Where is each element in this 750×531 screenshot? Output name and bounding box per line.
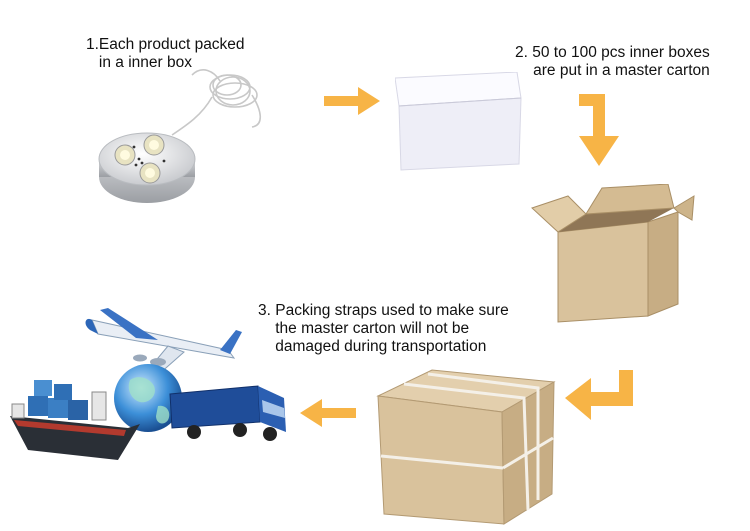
step-3-label: 3. Packing straps used to make sure the … <box>258 302 509 355</box>
step-1-label: 1.Each product packed in a inner box <box>86 36 245 71</box>
transport-plane-globe-ship-truck <box>8 300 298 470</box>
arrow-bend-left-icon <box>563 368 637 428</box>
arrow-bend-down-icon <box>575 92 635 168</box>
led-puck-light <box>92 55 272 215</box>
truck-icon <box>169 385 286 441</box>
arrow-left-icon <box>298 398 358 428</box>
white-inner-box <box>395 72 525 172</box>
strapped-master-carton <box>372 368 562 528</box>
cargo-ship-icon <box>10 380 140 460</box>
open-master-carton <box>528 184 698 324</box>
step-2-label: 2. 50 to 100 pcs inner boxes are put in … <box>515 44 710 79</box>
arrow-right-icon <box>322 86 382 116</box>
globe-icon <box>114 364 182 432</box>
